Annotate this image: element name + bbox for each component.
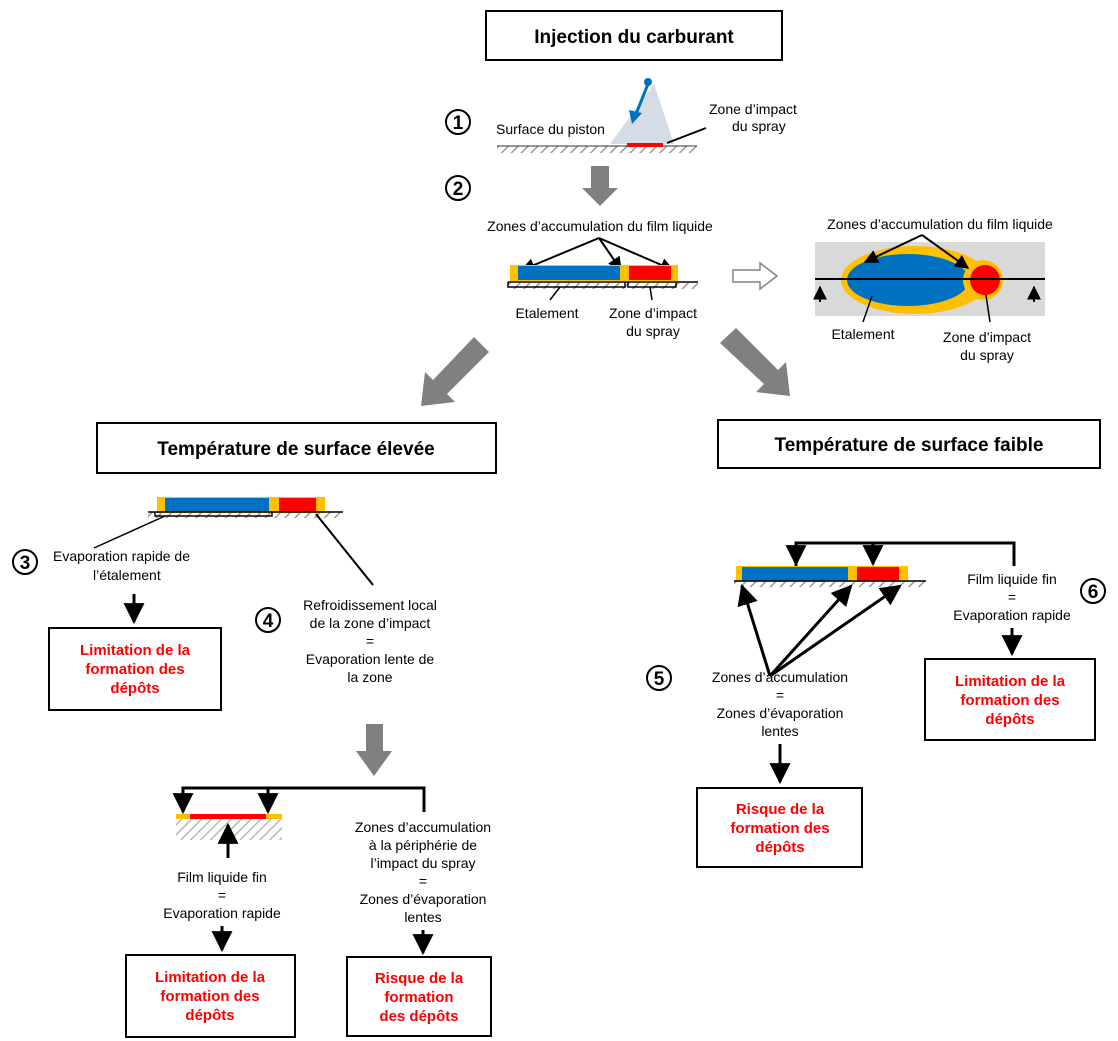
high-temp-accumulation: Zones d’accumulation à la périphérie de … [355,819,491,956]
gray-arrow-down-1 [582,166,618,206]
impact-zone-label-2: du spray [732,118,786,134]
low-film-text-1: Film liquide fin [967,571,1056,587]
step-6: Film liquide fin = Evaporation rapide 6 [953,571,1106,657]
impact-label-1: Zone d’impact [609,305,697,321]
step4-text-4: Evaporation lente de [306,651,435,667]
result-limit-high-b: Limitation de la formation des dépôts [125,954,296,1038]
title-temp-low: Température de surface faible [717,419,1101,469]
step-number-5: 5 [654,669,665,690]
result-limit-low: Limitation de la formation des dépôts [924,658,1096,741]
injector-needle [634,83,650,115]
result-limit-b-line-1: Limitation de la [155,969,266,986]
high-accum-text-6: lentes [404,909,441,925]
injector-tip [644,78,652,86]
step-number-6: 6 [1088,582,1099,603]
piston-surface-label: Surface du piston [496,121,605,137]
impact-label-2: du spray [626,323,680,339]
high-accum-text-2: à la périphérie de [369,837,477,853]
step-4: 4 Refroidissement local de la zone d’imp… [255,597,437,685]
high-temp-film [93,497,374,586]
result-limit-a-line-2: formation des [85,661,184,678]
high-accum-text-1: Zones d’accumulation [355,819,491,835]
low-temp-film [734,541,1016,678]
low-film-text-3: Evaporation rapide [953,607,1071,623]
title-temp-high: Température de surface élevée [96,422,497,474]
spray-arrowhead [629,110,642,124]
result-risk-low-line-3: dépôts [755,839,804,856]
result-limit-a-line-3: dépôts [110,680,159,697]
piston-hatch [497,146,697,153]
step-number-3: 3 [20,553,31,574]
result-risk-high-line-1: Risque de la [375,970,464,987]
topview-accumulation-label: Zones d’accumulation du film liquide [827,216,1053,232]
topview-impact-label-1: Zone d’impact [943,329,1031,345]
impact-callout [666,127,707,144]
step-1: 1 Surface du piston Zone d’impact du spr… [445,78,797,153]
step3-text-1: Evaporation rapide de [53,548,190,564]
gray-arrow-right [720,328,790,396]
high-film-text-1: Film liquide fin [177,869,266,885]
step4-text-1: Refroidissement local [303,597,437,613]
step4-text-3: = [366,633,374,649]
film-spreading [518,266,620,280]
film-impact [629,266,671,280]
impact-zone-label-1: Zone d’impact [709,101,797,117]
high-temp-impact-detail: Film liquide fin = Evaporation rapide [163,786,426,953]
title-temp-low-text: Température de surface faible [775,435,1044,456]
low-accum-text-3: Zones d’évaporation [717,705,844,721]
result-limit-low-line-1: Limitation de la [955,673,1066,690]
high-accum-text-4: = [419,873,427,889]
step-3: 3 Evaporation rapide de l’étalement [12,548,190,625]
low-accum-text-4: lentes [761,723,798,739]
result-risk-high-line-2: formation [384,989,453,1006]
result-risk-high-line-3: des dépôts [379,1008,458,1025]
high-film-text-2: = [218,887,226,903]
step4-text-2: de la zone d’impact [310,615,431,631]
step-number-2: 2 [453,179,464,200]
result-risk-low-line-1: Risque de la [736,801,825,818]
title-injection: Injection du carburant [485,10,783,61]
step-2: 2 Zones d’accumulation du film liquide E… [445,175,713,339]
result-limit-low-line-2: formation des [960,692,1059,709]
high-film-text-3: Evaporation rapide [163,905,281,921]
step-number-1: 1 [453,113,464,134]
result-risk-low-line-2: formation des [730,820,829,837]
title-injection-text: Injection du carburant [534,27,734,48]
result-limit-low-line-3: dépôts [985,711,1034,728]
high-accum-text-3: l’impact du spray [370,855,475,871]
high-accum-text-5: Zones d’évaporation [360,891,487,907]
title-temp-high-text: Température de surface élevée [157,439,434,460]
outline-arrow-right [732,261,779,291]
accumulation-label: Zones d’accumulation du film liquide [487,218,713,234]
low-accum-text-2: = [776,687,784,703]
result-risk-high: Risque de la formation des dépôts [346,956,492,1037]
result-limit-b-line-3: dépôts [185,1007,234,1024]
spray-cone [610,84,674,144]
step4-text-5: la zone [347,669,392,685]
result-limit-a-line-1: Limitation de la [80,642,191,659]
top-view: Zones d’accumulation du film liquide Eta… [813,216,1053,363]
result-limit-high-a: Limitation de la formation des dépôts [48,627,222,711]
result-limit-b-line-2: formation des [160,988,259,1005]
impact-strip [627,143,663,147]
step-number-4: 4 [263,611,274,632]
result-risk-low: Risque de la formation des dépôts [696,787,863,868]
topview-impact-label-2: du spray [960,347,1014,363]
gray-arrow-left [421,337,489,406]
step3-text-2: l’étalement [93,567,161,583]
low-accum-text-1: Zones d’accumulation [712,669,848,685]
spreading-label: Etalement [515,305,578,321]
step-5: 5 Zones d’accumulation = Zones d’évapora… [646,665,848,785]
low-film-text-2: = [1008,589,1016,605]
gray-arrow-down-2 [356,724,392,776]
topview-spreading-label: Etalement [831,326,894,342]
